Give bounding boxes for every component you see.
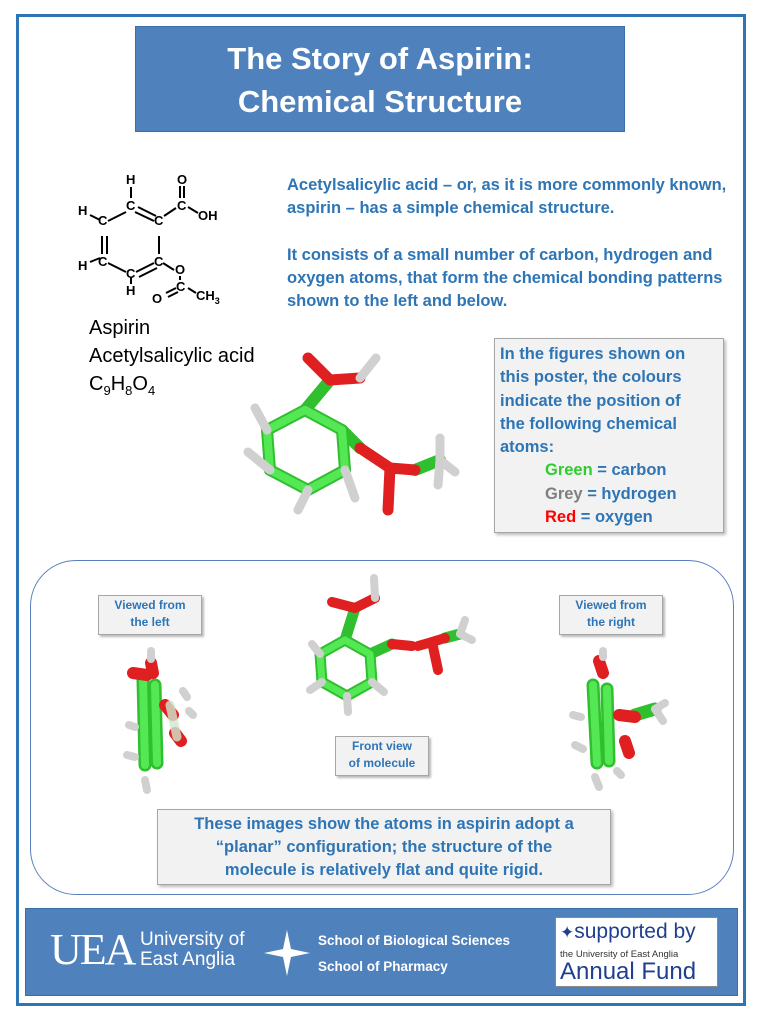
planar-caption: These images show the atoms in aspirin a…	[157, 809, 611, 885]
fund-supported-by: ✦supported by	[560, 920, 696, 943]
intro-text: Acetylsalicylic acid – or, as it is more…	[287, 174, 727, 337]
title-line-1: The Story of Aspirin:	[227, 41, 533, 76]
c5-label: C	[126, 266, 136, 281]
c2-label: C	[154, 213, 164, 228]
o-carbonyl-bottom-label: O	[152, 291, 162, 306]
star-icon	[264, 930, 310, 976]
intro-paragraph-2: It consists of a small number of carbon,…	[287, 246, 723, 310]
oh-label: OH	[198, 208, 218, 223]
structural-formula: H C C C H C H C H C C O OH O C O CH3	[78, 172, 220, 306]
legend-intro-5: atoms:	[500, 438, 555, 457]
plus-star-icon: ✦	[560, 923, 575, 942]
c7-label: C	[177, 198, 187, 213]
molecule-view-front	[306, 574, 476, 716]
h-left-lower-label: H	[78, 258, 87, 273]
title-banner: The Story of Aspirin: Chemical Structure	[135, 26, 625, 132]
intro-paragraph-1: Acetylsalicylic acid – or, as it is more…	[287, 176, 727, 217]
systematic-name: Acetylsalicylic acid	[89, 345, 255, 367]
views-panel	[30, 560, 734, 895]
o-carbonyl-top-label: O	[177, 172, 187, 187]
school-biological-sciences: School of Biological Sciences	[318, 933, 511, 948]
h-left-upper-label: H	[78, 203, 87, 218]
molecule-view-right	[569, 647, 669, 791]
schools: School of Biological Sciences School of …	[318, 928, 510, 980]
common-name: Aspirin	[89, 317, 151, 339]
colour-legend: In the figures shown on this poster, the…	[494, 338, 724, 533]
fund-annual-fund: Annual Fund	[560, 958, 697, 985]
compound-names: Aspirin Acetylsalicylic acid C9H8O4	[89, 314, 255, 405]
c4-label: C	[98, 254, 108, 269]
fund-university: the University of East Anglia	[560, 949, 679, 960]
molecular-formula: C9H8O4	[89, 373, 156, 398]
legend-row-oxygen: Red = oxygen	[545, 508, 653, 527]
legend-row-carbon: Green = carbon	[545, 461, 667, 480]
annual-fund-badge: ✦supported by the University of East Ang…	[555, 917, 718, 987]
c1-label: C	[126, 198, 136, 213]
legend-row-hydrogen: Grey = hydrogen	[545, 484, 677, 503]
h-bottom-label: H	[126, 283, 135, 298]
poster-frame	[16, 14, 746, 1006]
c6-label: C	[154, 254, 164, 269]
legend-intro-4: the following chemical	[500, 414, 677, 433]
h-top-label: H	[126, 172, 135, 187]
o-ester-label: O	[175, 262, 185, 277]
school-pharmacy: School of Pharmacy	[318, 959, 448, 974]
legend-intro-2: this poster, the colours	[500, 368, 682, 387]
university-name: University of East Anglia	[140, 929, 245, 970]
legend-intro-3: indicate the position of	[500, 391, 681, 410]
title-line-2: Chemical Structure	[237, 84, 523, 119]
c8-label: C	[176, 279, 186, 294]
uea-logo: UEA	[50, 925, 136, 974]
c3-label: C	[98, 213, 108, 228]
molecule-3d-main	[243, 352, 460, 516]
legend-intro-1: In the figures shown on	[500, 345, 686, 363]
molecule-view-left	[123, 647, 197, 794]
ch3-label: CH3	[196, 288, 220, 306]
